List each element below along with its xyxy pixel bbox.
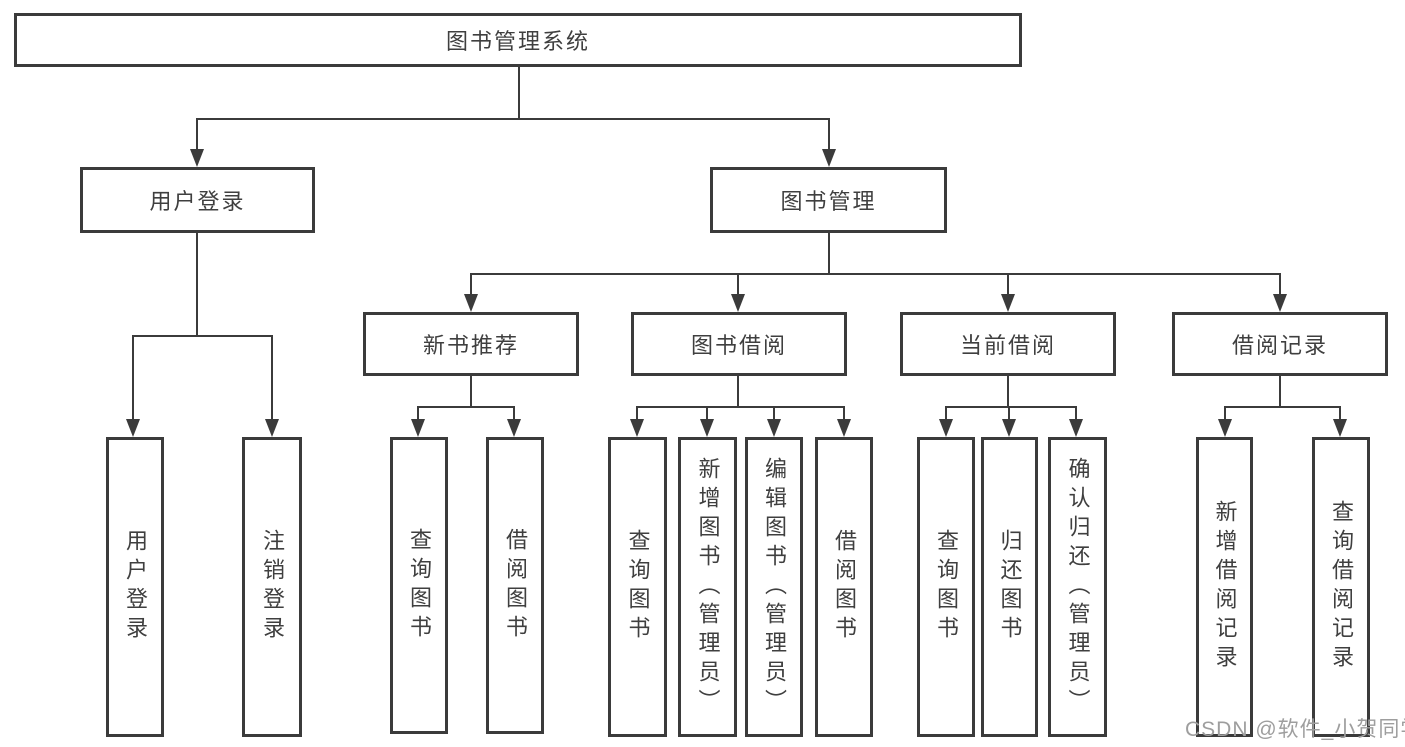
leaf-recommend-borrow-books-label: 借阅图书 (503, 527, 528, 644)
leaf-current-query-books: 查询图书 (917, 437, 975, 737)
leaf-edit-books-admin: 编辑图书（管理员） (745, 437, 803, 737)
connector-line (706, 406, 708, 421)
arrowhead-icon (822, 149, 836, 167)
arrowhead-icon (1333, 419, 1347, 437)
connector-line (773, 406, 775, 421)
leaf-borrow-books-label: 借阅图书 (832, 529, 857, 645)
connector-line (470, 376, 472, 408)
connector-line (945, 406, 947, 421)
node-book-management: 图书管理 (710, 167, 947, 233)
connector-line (417, 406, 419, 421)
node-root-label: 图书管理系统 (445, 29, 590, 54)
node-borrow-records: 借阅记录 (1172, 312, 1388, 376)
connector-line (1075, 406, 1077, 421)
leaf-recommend-query-books: 查询图书 (390, 437, 448, 734)
arrowhead-icon (190, 149, 204, 167)
node-new-book-recommend-label: 新书推荐 (422, 333, 519, 358)
connector-line (132, 335, 134, 420)
connector-line (828, 118, 830, 150)
node-current-borrow: 当前借阅 (900, 312, 1116, 376)
leaf-add-borrow-record-label: 新增借阅记录 (1212, 500, 1238, 674)
leaf-borrow-query-books: 查询图书 (608, 437, 667, 737)
connector-line (945, 406, 1077, 408)
arrowhead-icon (1002, 419, 1016, 437)
arrowhead-icon (700, 419, 714, 437)
leaf-borrow-books: 借阅图书 (815, 437, 873, 737)
leaf-return-books-label: 归还图书 (997, 529, 1023, 645)
arrowhead-icon (731, 294, 745, 312)
connector-line (1224, 406, 1341, 408)
connector-line (132, 335, 272, 337)
arrowhead-icon (630, 419, 644, 437)
arrowhead-icon (1273, 294, 1287, 312)
connector-line (737, 273, 739, 297)
connector-line (1008, 406, 1010, 421)
arrowhead-icon (1069, 419, 1083, 437)
arrowhead-icon (1001, 294, 1015, 312)
leaf-add-books-admin-label: 新增图书（管理员） (695, 456, 721, 718)
leaf-current-query-books-label: 查询图书 (934, 529, 959, 645)
node-root: 图书管理系统 (14, 13, 1022, 67)
node-book-management-label: 图书管理 (780, 189, 877, 214)
connector-line (417, 406, 515, 408)
arrowhead-icon (767, 419, 781, 437)
leaf-recommend-query-books-label: 查询图书 (407, 527, 432, 644)
arrowhead-icon (507, 419, 521, 437)
connector-line (470, 273, 1281, 275)
connector-line (513, 406, 515, 421)
connector-line (196, 118, 830, 120)
node-current-borrow-label: 当前借阅 (959, 333, 1056, 358)
connector-line (1007, 273, 1009, 297)
connector-line (1279, 376, 1281, 408)
leaf-logout: 注销登录 (242, 437, 302, 737)
connector-line (1279, 273, 1281, 297)
arrowhead-icon (1218, 419, 1232, 437)
connector-line (196, 118, 198, 150)
node-book-borrow-label: 图书借阅 (690, 333, 787, 358)
arrowhead-icon (464, 294, 478, 312)
leaf-borrow-query-books-label: 查询图书 (625, 529, 651, 645)
arrowhead-icon (126, 419, 140, 437)
leaf-confirm-return-admin-label: 确认归还（管理员） (1065, 456, 1091, 718)
leaf-recommend-borrow-books: 借阅图书 (486, 437, 544, 734)
connector-line (1224, 406, 1226, 421)
node-new-book-recommend: 新书推荐 (363, 312, 579, 376)
leaf-logout-label: 注销登录 (260, 529, 285, 645)
leaf-edit-books-admin-label: 编辑图书（管理员） (762, 456, 787, 718)
connector-line (636, 406, 844, 408)
connector-line (828, 233, 830, 275)
leaf-add-borrow-record: 新增借阅记录 (1196, 437, 1253, 737)
leaf-return-books: 归还图书 (981, 437, 1038, 737)
arrowhead-icon (837, 419, 851, 437)
arrowhead-icon (411, 419, 425, 437)
leaf-confirm-return-admin: 确认归还（管理员） (1048, 437, 1107, 737)
arrowhead-icon (939, 419, 953, 437)
connector-line (196, 233, 198, 337)
connector-line (1007, 376, 1009, 408)
leaf-add-books-admin: 新增图书（管理员） (678, 437, 737, 737)
node-book-borrow: 图书借阅 (631, 312, 847, 376)
connector-line (271, 335, 273, 420)
leaf-user-login: 用户登录 (106, 437, 164, 737)
arrowhead-icon (265, 419, 279, 437)
node-user-login-label: 用户登录 (149, 189, 246, 214)
connector-line (843, 406, 845, 421)
leaf-query-borrow-record-label: 查询借阅记录 (1329, 500, 1354, 674)
connector-line (636, 406, 638, 421)
connector-line (737, 376, 739, 408)
connector-line (1339, 406, 1341, 421)
leaf-query-borrow-record: 查询借阅记录 (1312, 437, 1370, 737)
node-borrow-records-label: 借阅记录 (1231, 333, 1328, 358)
leaf-user-login-label: 用户登录 (123, 529, 148, 645)
csdn-watermark: CSDN @软件_小贺同学 (1185, 718, 1405, 741)
connector-line (470, 273, 472, 297)
node-user-login: 用户登录 (80, 167, 315, 233)
connector-line (518, 67, 520, 118)
